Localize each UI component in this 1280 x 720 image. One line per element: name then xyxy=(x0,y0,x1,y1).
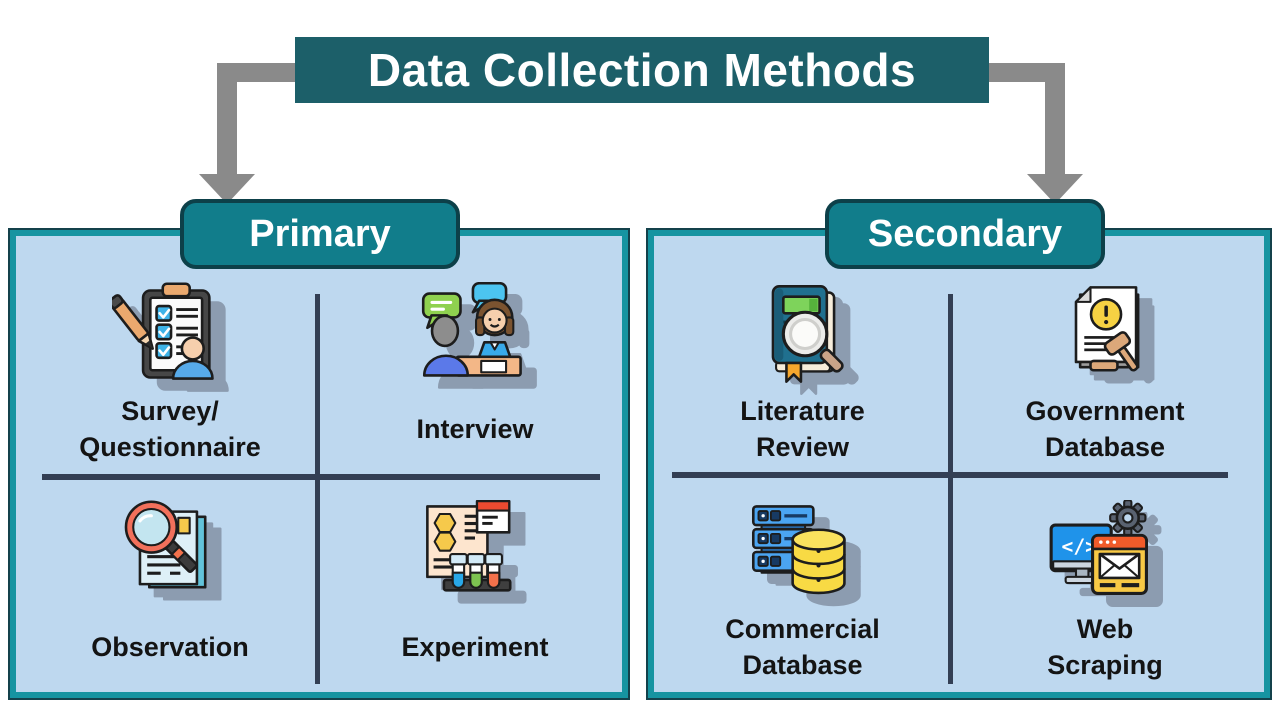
test-tubes-icon xyxy=(417,490,533,604)
connector-right-vertical-bar xyxy=(1045,63,1065,175)
method-label: Observation xyxy=(91,631,249,662)
primary-horizontal-divider xyxy=(42,474,600,480)
primary-branch-badge: Primary xyxy=(180,199,460,269)
method-label: Commercial Database xyxy=(725,613,880,680)
secondary-panel xyxy=(646,228,1272,700)
secondary-branch-badge: Secondary xyxy=(825,199,1105,269)
server-database-icon xyxy=(745,490,861,604)
method-label: Literature Review xyxy=(740,395,865,462)
method-label: Survey/ Questionnaire xyxy=(79,395,261,462)
browser-code-gear-icon: </> xyxy=(1047,490,1163,604)
method-cell-commercial-database: Commercial Database xyxy=(660,490,945,690)
method-cell-interview: Interview xyxy=(330,272,620,472)
method-cell-observation: Observation xyxy=(30,490,310,690)
method-label: Interview xyxy=(416,413,534,444)
method-label: Government Database xyxy=(1025,395,1185,462)
page-title: Data Collection Methods xyxy=(295,37,989,103)
interview-people-icon xyxy=(417,272,533,386)
method-cell-experiment: Experiment xyxy=(330,490,620,690)
clipboard-survey-icon xyxy=(112,272,228,386)
magnifier-documents-icon xyxy=(112,490,228,604)
secondary-vertical-divider xyxy=(948,294,953,684)
method-label: Experiment xyxy=(401,631,549,662)
method-label: Web Scraping xyxy=(1047,613,1163,680)
method-cell-literature-review: Literature Review xyxy=(660,272,945,472)
svg-text:</>: </> xyxy=(1062,535,1098,558)
method-cell-government-database: Government Database xyxy=(955,272,1255,472)
method-cell-survey: Survey/ Questionnaire xyxy=(30,272,310,472)
primary-vertical-divider xyxy=(315,294,320,684)
book-magnifier-icon xyxy=(745,272,861,386)
secondary-horizontal-divider xyxy=(672,472,1228,478)
connector-left-vertical-bar xyxy=(217,63,237,175)
document-gavel-icon xyxy=(1047,272,1163,386)
method-cell-web-scraping: </> Web Scraping xyxy=(955,490,1255,690)
